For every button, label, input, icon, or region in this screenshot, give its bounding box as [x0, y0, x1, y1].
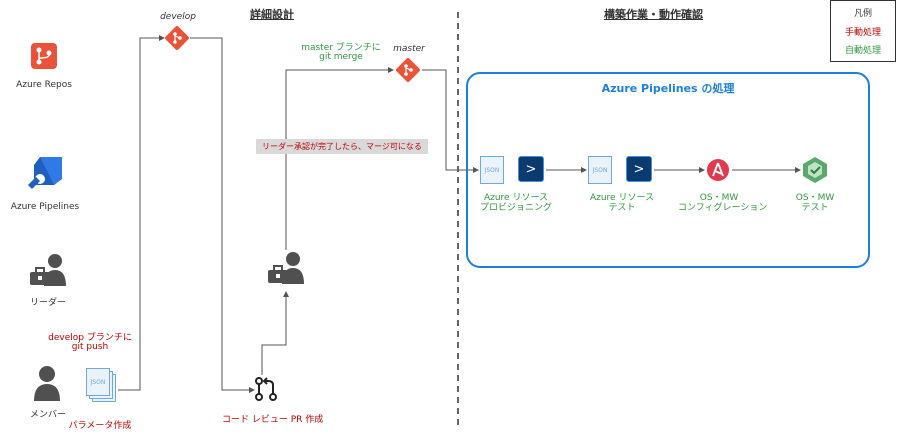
approval-note: リーダー承認が完了したら、マージ可になる: [256, 139, 428, 154]
push-note-line1: develop ブランチに: [48, 333, 132, 343]
leader-avatar-icon: [28, 252, 68, 290]
merge-note-line1: master ブランチに: [301, 43, 381, 53]
param-note: パラメータ作成: [68, 421, 132, 431]
push-note-line2: git push: [71, 342, 109, 352]
step1-label-line2: プロビジョニング: [479, 203, 552, 213]
step3-label-line1: OS・MW: [699, 193, 739, 203]
azure-pipelines-label: Azure Pipelines: [10, 202, 80, 212]
step2-json-icon: JSON: [588, 156, 612, 184]
develop-branch-label: develop: [160, 12, 196, 22]
step3-ansible-icon: [706, 158, 730, 186]
azure-repos-label: Azure Repos: [16, 80, 72, 90]
azure-repos-icon: [30, 42, 58, 74]
legend-auto: 自動処理: [844, 46, 881, 56]
step3-label-line2: コンフィグレーション: [678, 203, 768, 213]
develop-to-pr-arrow: [190, 37, 255, 393]
master-branch-label: master: [393, 44, 425, 54]
legend-manual: 手動処理: [844, 28, 881, 38]
pipelines-process-box: [466, 72, 870, 268]
legend-title: 凡例: [853, 9, 872, 19]
step4-label-line1: OS・MW: [795, 193, 835, 203]
member-label: メンバー: [29, 410, 66, 420]
step2-powershell-icon: >: [626, 156, 652, 182]
step2-label-line2: テスト: [608, 203, 636, 213]
step1-json-icon: JSON: [480, 156, 504, 184]
push-arrow: [118, 35, 165, 391]
member-avatar-icon: [33, 365, 61, 405]
design-section-title: 詳細設計: [250, 8, 294, 21]
leader-label: リーダー: [29, 298, 66, 308]
leader-review-avatar-icon: [266, 250, 306, 288]
step4-test-icon: [802, 156, 828, 188]
master-branch-icon: [395, 57, 421, 87]
develop-branch-icon: [164, 25, 190, 55]
azure-pipelines-icon: [26, 155, 64, 197]
master-to-pipeline-arrow: [422, 69, 479, 173]
pr-to-leader-arrow: [261, 291, 289, 375]
step1-powershell-icon: >: [518, 156, 544, 182]
pipelines-process-title: Azure Pipelines の処理: [601, 82, 735, 95]
build-section-title: 構築作業・動作確認: [604, 8, 703, 21]
leader-to-master-arrow: [285, 67, 394, 250]
pull-request-icon: [254, 376, 278, 406]
step1-label-line1: Azure リソース: [483, 193, 549, 203]
step2-label-line1: Azure リソース: [589, 193, 655, 203]
legend-box: 凡例 手動処理 自動処理: [830, 0, 896, 62]
step4-label-line2: テスト: [801, 203, 829, 213]
pr-label: コード レビュー PR 作成: [222, 415, 324, 425]
json-param-files-icon: JSON: [86, 368, 116, 402]
merge-note-line2: git merge: [319, 52, 363, 62]
